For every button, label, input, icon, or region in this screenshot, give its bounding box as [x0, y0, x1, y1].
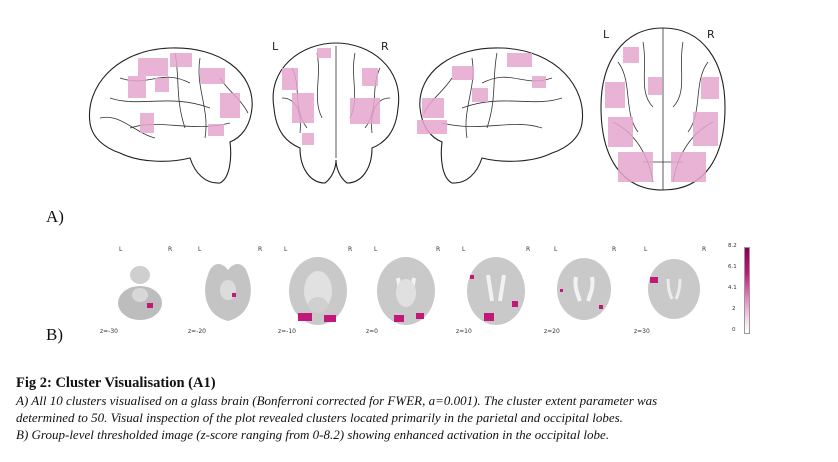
slice-left-label: L — [198, 246, 202, 253]
glass-brain-sagittal-right — [417, 47, 584, 184]
slice-left-label: L — [644, 246, 648, 253]
slice-z-30: L R z=30 — [634, 243, 714, 335]
z-label: z=10 — [456, 328, 472, 335]
caption-line: determined to 50. Visual inspection of t… — [16, 410, 623, 425]
coronal-right-label: R — [381, 40, 389, 53]
colorbar-tick: 2 — [732, 306, 736, 312]
slice-left-label: L — [462, 246, 466, 253]
slice-right-label: R — [168, 246, 173, 253]
slice-right-label: R — [702, 246, 707, 253]
z-label: z=-30 — [100, 328, 118, 335]
z-label: z=-20 — [188, 328, 206, 335]
brain-slice-image — [648, 259, 700, 319]
glass-brain-axial — [600, 27, 726, 191]
axial-right-label: R — [707, 28, 715, 41]
z-label: z=20 — [544, 328, 560, 335]
slice-z-minus-20: L R z=-20 — [188, 243, 268, 335]
slice-z-minus-30: L R z=-30 — [100, 243, 180, 335]
brain-slice-image — [205, 263, 251, 321]
z-label: z=0 — [366, 328, 378, 335]
brain-slice-image — [118, 266, 162, 320]
figure-caption: Fig 2: Cluster Visualisation (A1) A) All… — [16, 375, 831, 443]
caption-title: Fig 2: Cluster Visualisation (A1) — [16, 375, 216, 391]
slice-z-minus-10: L R z=-10 — [278, 243, 358, 335]
slice-right-label: R — [612, 246, 617, 253]
slice-left-label: L — [554, 246, 558, 253]
colorbar-tick: 6.1 — [728, 264, 737, 270]
coronal-left-label: L — [272, 40, 279, 53]
slice-right-label: R — [436, 246, 441, 253]
panel-a-label: A) — [46, 207, 64, 226]
brain-slice-image — [289, 257, 347, 325]
slice-left-label: L — [119, 246, 123, 253]
slice-right-label: R — [526, 246, 531, 253]
brain-slice-image — [377, 257, 435, 325]
axial-left-label: L — [603, 28, 610, 41]
slice-right-label: R — [258, 246, 263, 253]
glass-brain-coronal — [272, 42, 400, 184]
colorbar-tick: 8.2 — [728, 243, 737, 249]
slice-z-0: L R z=0 — [366, 243, 446, 335]
colorbar-gradient — [744, 247, 750, 334]
glass-brain-sagittal-left — [88, 47, 253, 184]
caption-line: B) Group-level thresholded image (z-scor… — [16, 427, 610, 442]
slice-right-label: R — [348, 246, 353, 253]
brain-slice-image — [467, 257, 525, 325]
z-label: z=30 — [634, 328, 650, 335]
slice-left-label: L — [284, 246, 288, 253]
panel-b-label: B) — [46, 325, 63, 344]
colorbar: 8.2 6.1 4.1 2 0 — [728, 243, 758, 338]
caption-line: A) All 10 clusters visualised on a glass… — [16, 393, 658, 408]
slice-z-10: L R z=10 — [456, 243, 536, 335]
slice-left-label: L — [374, 246, 378, 253]
brain-slice-image — [557, 258, 611, 320]
z-label: z=-10 — [278, 328, 296, 335]
colorbar-tick: 0 — [732, 327, 736, 333]
colorbar-tick: 4.1 — [728, 285, 737, 291]
slice-z-20: L R z=20 — [544, 243, 624, 335]
